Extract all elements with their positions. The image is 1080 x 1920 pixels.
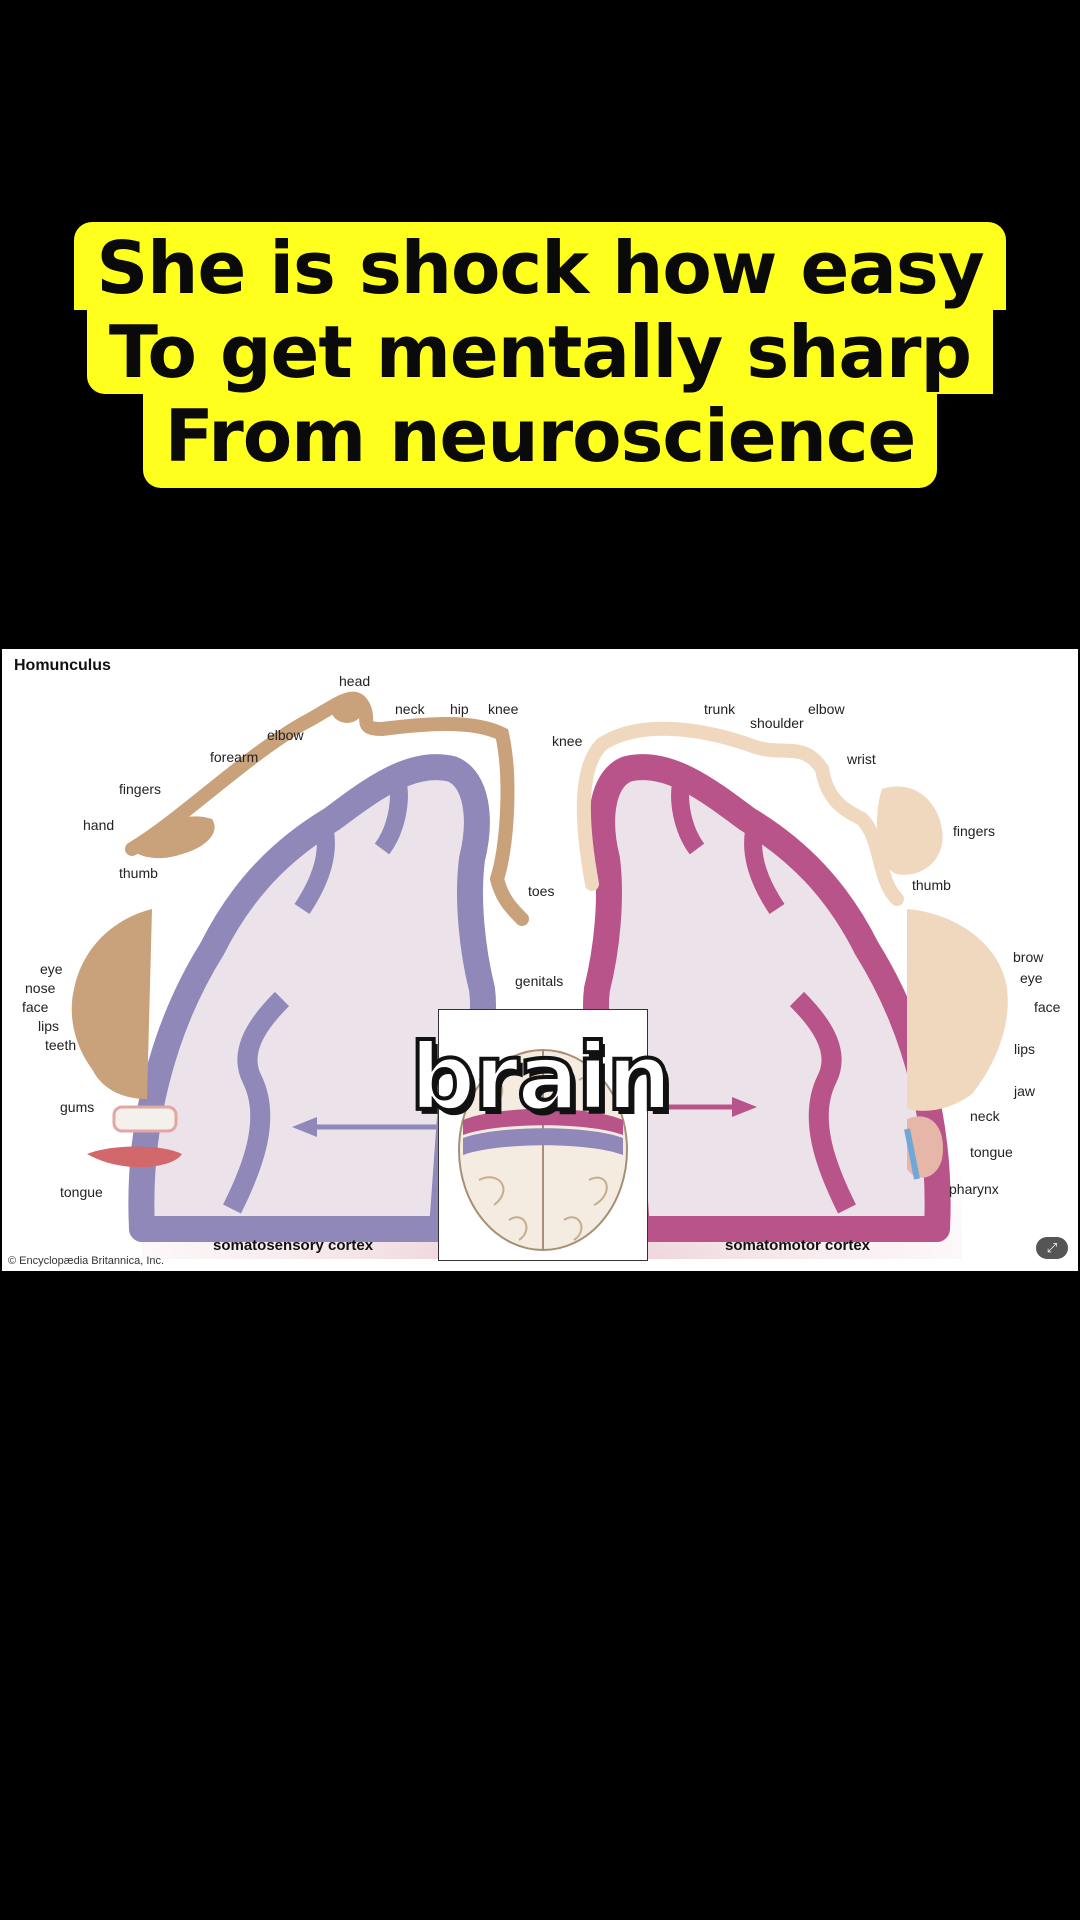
caption-line-1: She is shock how easy [74,222,1006,310]
brain-gyri [478,1075,608,1241]
sensory-fold [374,776,408,855]
label-brow: brow [1013,949,1044,965]
label-forearm: forearm [210,749,259,765]
expand-button[interactable]: ⤢ [1036,1237,1068,1259]
label-knee: knee [488,701,519,717]
label-teeth: teeth [45,1037,77,1053]
video-caption: She is shock how easy To get mentally sh… [0,222,1080,488]
sensory-teeth [112,1105,178,1133]
label-gums: gums [60,1099,95,1115]
label-head: head [339,673,371,689]
sensory-arrowhead [292,1117,317,1137]
label-motor-eye: eye [1020,970,1043,986]
label-motor-tongue: tongue [970,1144,1013,1160]
label-fingers: fingers [119,781,162,797]
motor-fold [744,816,785,914]
label-thumb: thumb [119,865,158,881]
cortex-drawing [71,691,1008,1259]
label-motor-elbow: elbow [808,701,845,717]
label-wrist: wrist [847,751,876,767]
caption-line-3: From neuroscience [142,394,938,488]
label-tongue: tongue [60,1184,103,1200]
sensory-tongue [87,1146,182,1168]
label-motor-thumb: thumb [912,877,951,893]
sensory-fold [294,816,335,914]
caption-somatosensory: somatosensory cortex [213,1237,374,1254]
label-trunk: trunk [704,701,736,717]
sensory-strip [463,1128,623,1155]
image-credit: © Encyclopædia Britannica, Inc. [8,1255,165,1267]
motor-strip [463,1108,623,1135]
label-lips: lips [38,1018,60,1034]
label-motor-lips: lips [1014,1041,1036,1057]
sensory-body [125,691,529,926]
label-hip: hip [450,701,469,717]
label-pharynx: pharynx [949,1181,999,1197]
label-nose: nose [25,980,56,996]
sensory-fold [223,991,290,1214]
label-hand: hand [83,817,115,833]
motor-hand [877,786,943,875]
homunculus-illustration: Homunculus head neck hip knee elbow fore… [2,649,1078,1271]
label-eye: eye [40,961,63,977]
motor-face [907,909,1008,1111]
label-motor-face: face [1034,999,1061,1015]
figure-title: Homunculus [14,657,111,674]
caption-somatomotor: somatomotor cortex [725,1237,871,1254]
brain-top-view [458,1049,628,1251]
motor-arrowhead [732,1097,757,1117]
label-shoulder: shoulder [750,715,804,731]
overlay-word: brain [408,1022,674,1133]
label-motor-neck: neck [970,1108,1000,1124]
label-jaw: jaw [1014,1083,1036,1099]
label-face: face [22,999,49,1015]
label-genitals: genitals [515,973,564,989]
brain-inset [438,1009,648,1261]
caption-line-2: To get mentally sharp [86,310,994,394]
label-elbow: elbow [267,727,304,743]
motor-fold [671,776,705,855]
sensory-hand [130,816,215,859]
sensory-head-shape [331,695,363,723]
motor-body [576,721,904,906]
sensory-face [71,909,152,1099]
sensory-cortex [128,754,496,1242]
expand-icon: ⤢ [1046,1240,1058,1255]
label-toes: toes [528,883,555,899]
label-neck: neck [395,701,425,717]
motor-pharynx-shape [904,1128,920,1180]
motor-cortex [583,754,951,1242]
motor-fold [789,991,856,1214]
label-motor-knee: knee [552,733,583,749]
label-motor-fingers: fingers [953,823,996,839]
